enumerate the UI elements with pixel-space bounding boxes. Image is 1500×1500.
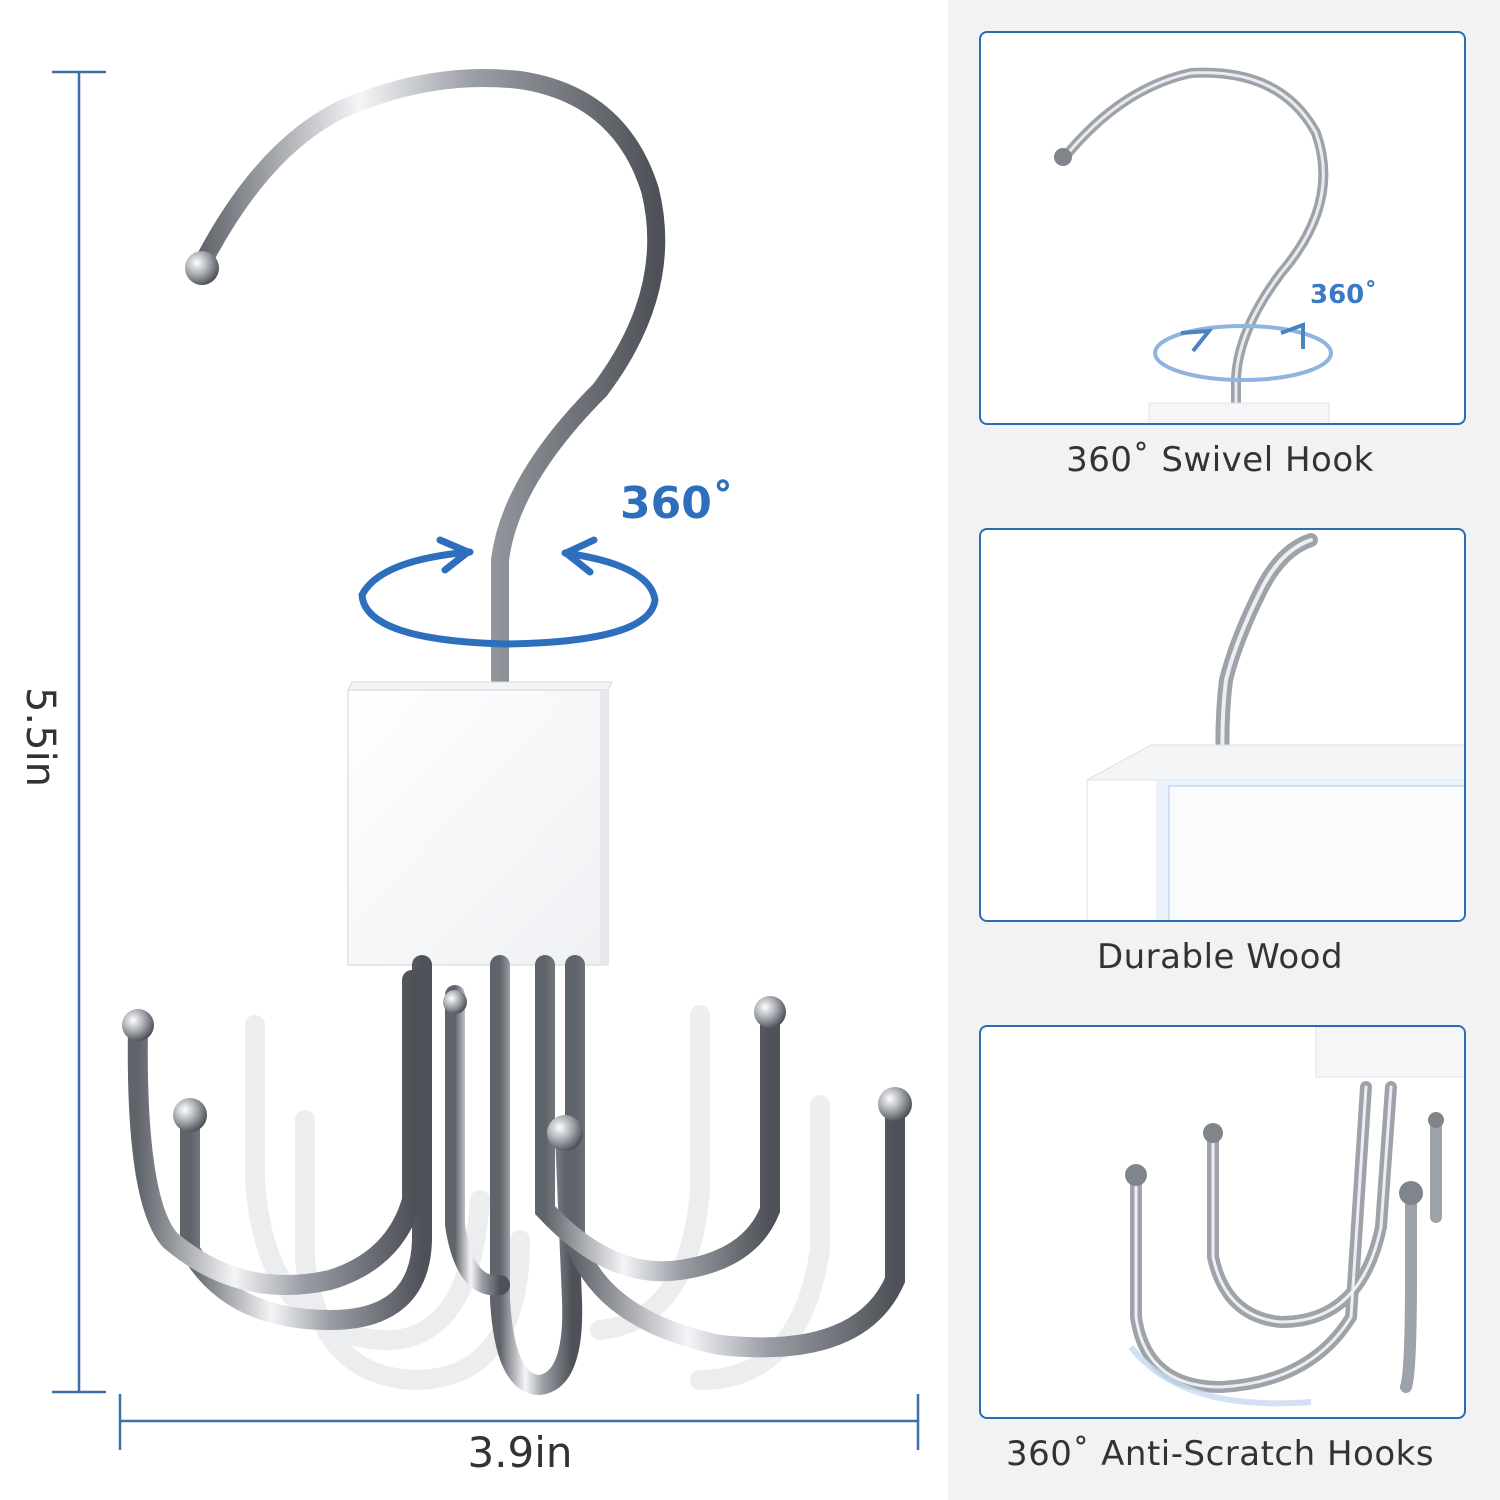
rotation-degree-label: 360˚ <box>620 478 734 529</box>
height-dimension-line-icon <box>52 70 106 1394</box>
caption-swivel-hook: 360˚ Swivel Hook <box>1066 440 1374 480</box>
caption-durable-wood: Durable Wood <box>1096 937 1344 977</box>
hook-ball-tips <box>122 990 912 1151</box>
panel-swivel-hook <box>979 31 1466 425</box>
rotation-arrow-icon <box>358 536 659 648</box>
anti-scratch-hooks-closeup <box>1125 1027 1464 1407</box>
panel-anti-scratch-hooks <box>979 1025 1466 1419</box>
hook-tip-ball-icon <box>185 251 219 285</box>
width-dimension-label: 3.9in <box>467 1428 573 1477</box>
height-dimension-label: 5.5in <box>17 686 63 788</box>
swivel-degree-label: 360˚ <box>1310 280 1378 310</box>
width-dimension-line-icon <box>118 1394 920 1450</box>
swivel-hook-icon <box>191 69 666 699</box>
caption-anti-scratch-hooks: 360˚ Anti-Scratch Hooks <box>1005 1434 1435 1474</box>
durable-wood-closeup <box>1086 533 1464 920</box>
panel-durable-wood <box>979 528 1466 922</box>
hook-stems <box>127 955 905 1396</box>
wood-block <box>347 681 613 966</box>
swivel-hook-closeup <box>1054 67 1333 423</box>
